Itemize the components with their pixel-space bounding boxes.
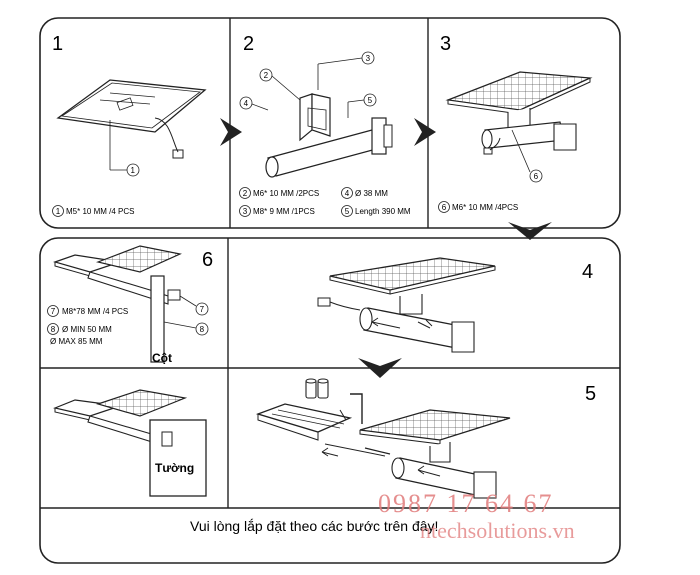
arrow-3-to-4 [508, 222, 552, 240]
svg-text:1: 1 [131, 166, 136, 175]
watermark-site: ntechsolutions.vn [420, 518, 575, 543]
top-row-frame [39, 17, 621, 229]
step1-callout: 1 M5* 10 MM /4 PCS [52, 205, 134, 217]
step-number-5: 5 [585, 383, 596, 405]
step2-callout-3-text: M8* 9 MM /1PCS [253, 207, 315, 216]
step6-pole-mount: 7 8 [53, 245, 209, 363]
step-number-2: 2 [243, 33, 254, 55]
wall-label: Tường [155, 461, 194, 475]
pole-label: Cột [152, 351, 172, 365]
step6-callout-8b-text: Ø MAX 85 MM [50, 337, 103, 346]
watermark-phone: 0987 17 64 67 [378, 489, 554, 518]
step-number-1: 1 [52, 33, 63, 55]
arrow-2-to-3 [414, 118, 436, 146]
step2-callouts: 2 M6* 10 MM /2PCS 3 M8* 9 MM /1PCS 4 Ø 3… [239, 187, 411, 217]
svg-text:7: 7 [51, 307, 56, 316]
step2-callout-2-text: M6* 10 MM /2PCS [253, 189, 319, 198]
step3-callout: 6 M6* 10 MM /4PCS [438, 201, 518, 213]
svg-text:4: 4 [345, 189, 350, 198]
svg-text:7: 7 [200, 305, 205, 314]
svg-text:8: 8 [51, 325, 56, 334]
step3-panel-on-arm: 6 [445, 71, 593, 183]
svg-text:5: 5 [368, 96, 373, 105]
step2-callout-5-text: Length 390 MM [355, 207, 411, 216]
step2-callout-4-text: Ø 38 MM [355, 189, 388, 198]
step1-callout-text: M5* 10 MM /4 PCS [66, 207, 134, 216]
arrow-4-to-5 [358, 358, 402, 378]
svg-text:2: 2 [243, 189, 248, 198]
svg-text:2: 2 [264, 71, 269, 80]
step1-solar-panel: 1 [56, 79, 207, 177]
step-number-4: 4 [582, 261, 593, 283]
step6-callout-8-text: Ø MIN 50 MM [62, 325, 112, 334]
svg-text:3: 3 [243, 207, 248, 216]
step6-callout-7-text: M8*78 MM /4 PCS [62, 307, 128, 316]
svg-text:1: 1 [56, 207, 61, 216]
svg-text:5: 5 [345, 207, 350, 216]
bottom-frame [39, 237, 621, 564]
svg-text:3: 3 [366, 54, 371, 63]
step-number-6: 6 [202, 249, 213, 271]
step4-assembly [317, 257, 496, 353]
arrow-1-to-2 [220, 118, 242, 146]
step6-callouts: 7 M8*78 MM /4 PCS 8 Ø MIN 50 MM Ø MAX 85… [47, 305, 128, 346]
svg-text:6: 6 [442, 203, 447, 212]
step6-wall-mount [52, 389, 207, 497]
footer-instruction: Vui lòng lắp đặt theo các bước trên đây! [190, 518, 438, 534]
svg-text:4: 4 [244, 99, 249, 108]
step5-assembly [255, 378, 511, 499]
step3-callout-text: M6* 10 MM /4PCS [452, 203, 518, 212]
svg-text:8: 8 [200, 325, 205, 334]
step-number-3: 3 [440, 33, 451, 55]
step2-bracket-assembly: 2 3 4 5 [239, 51, 393, 178]
svg-text:6: 6 [534, 172, 539, 181]
